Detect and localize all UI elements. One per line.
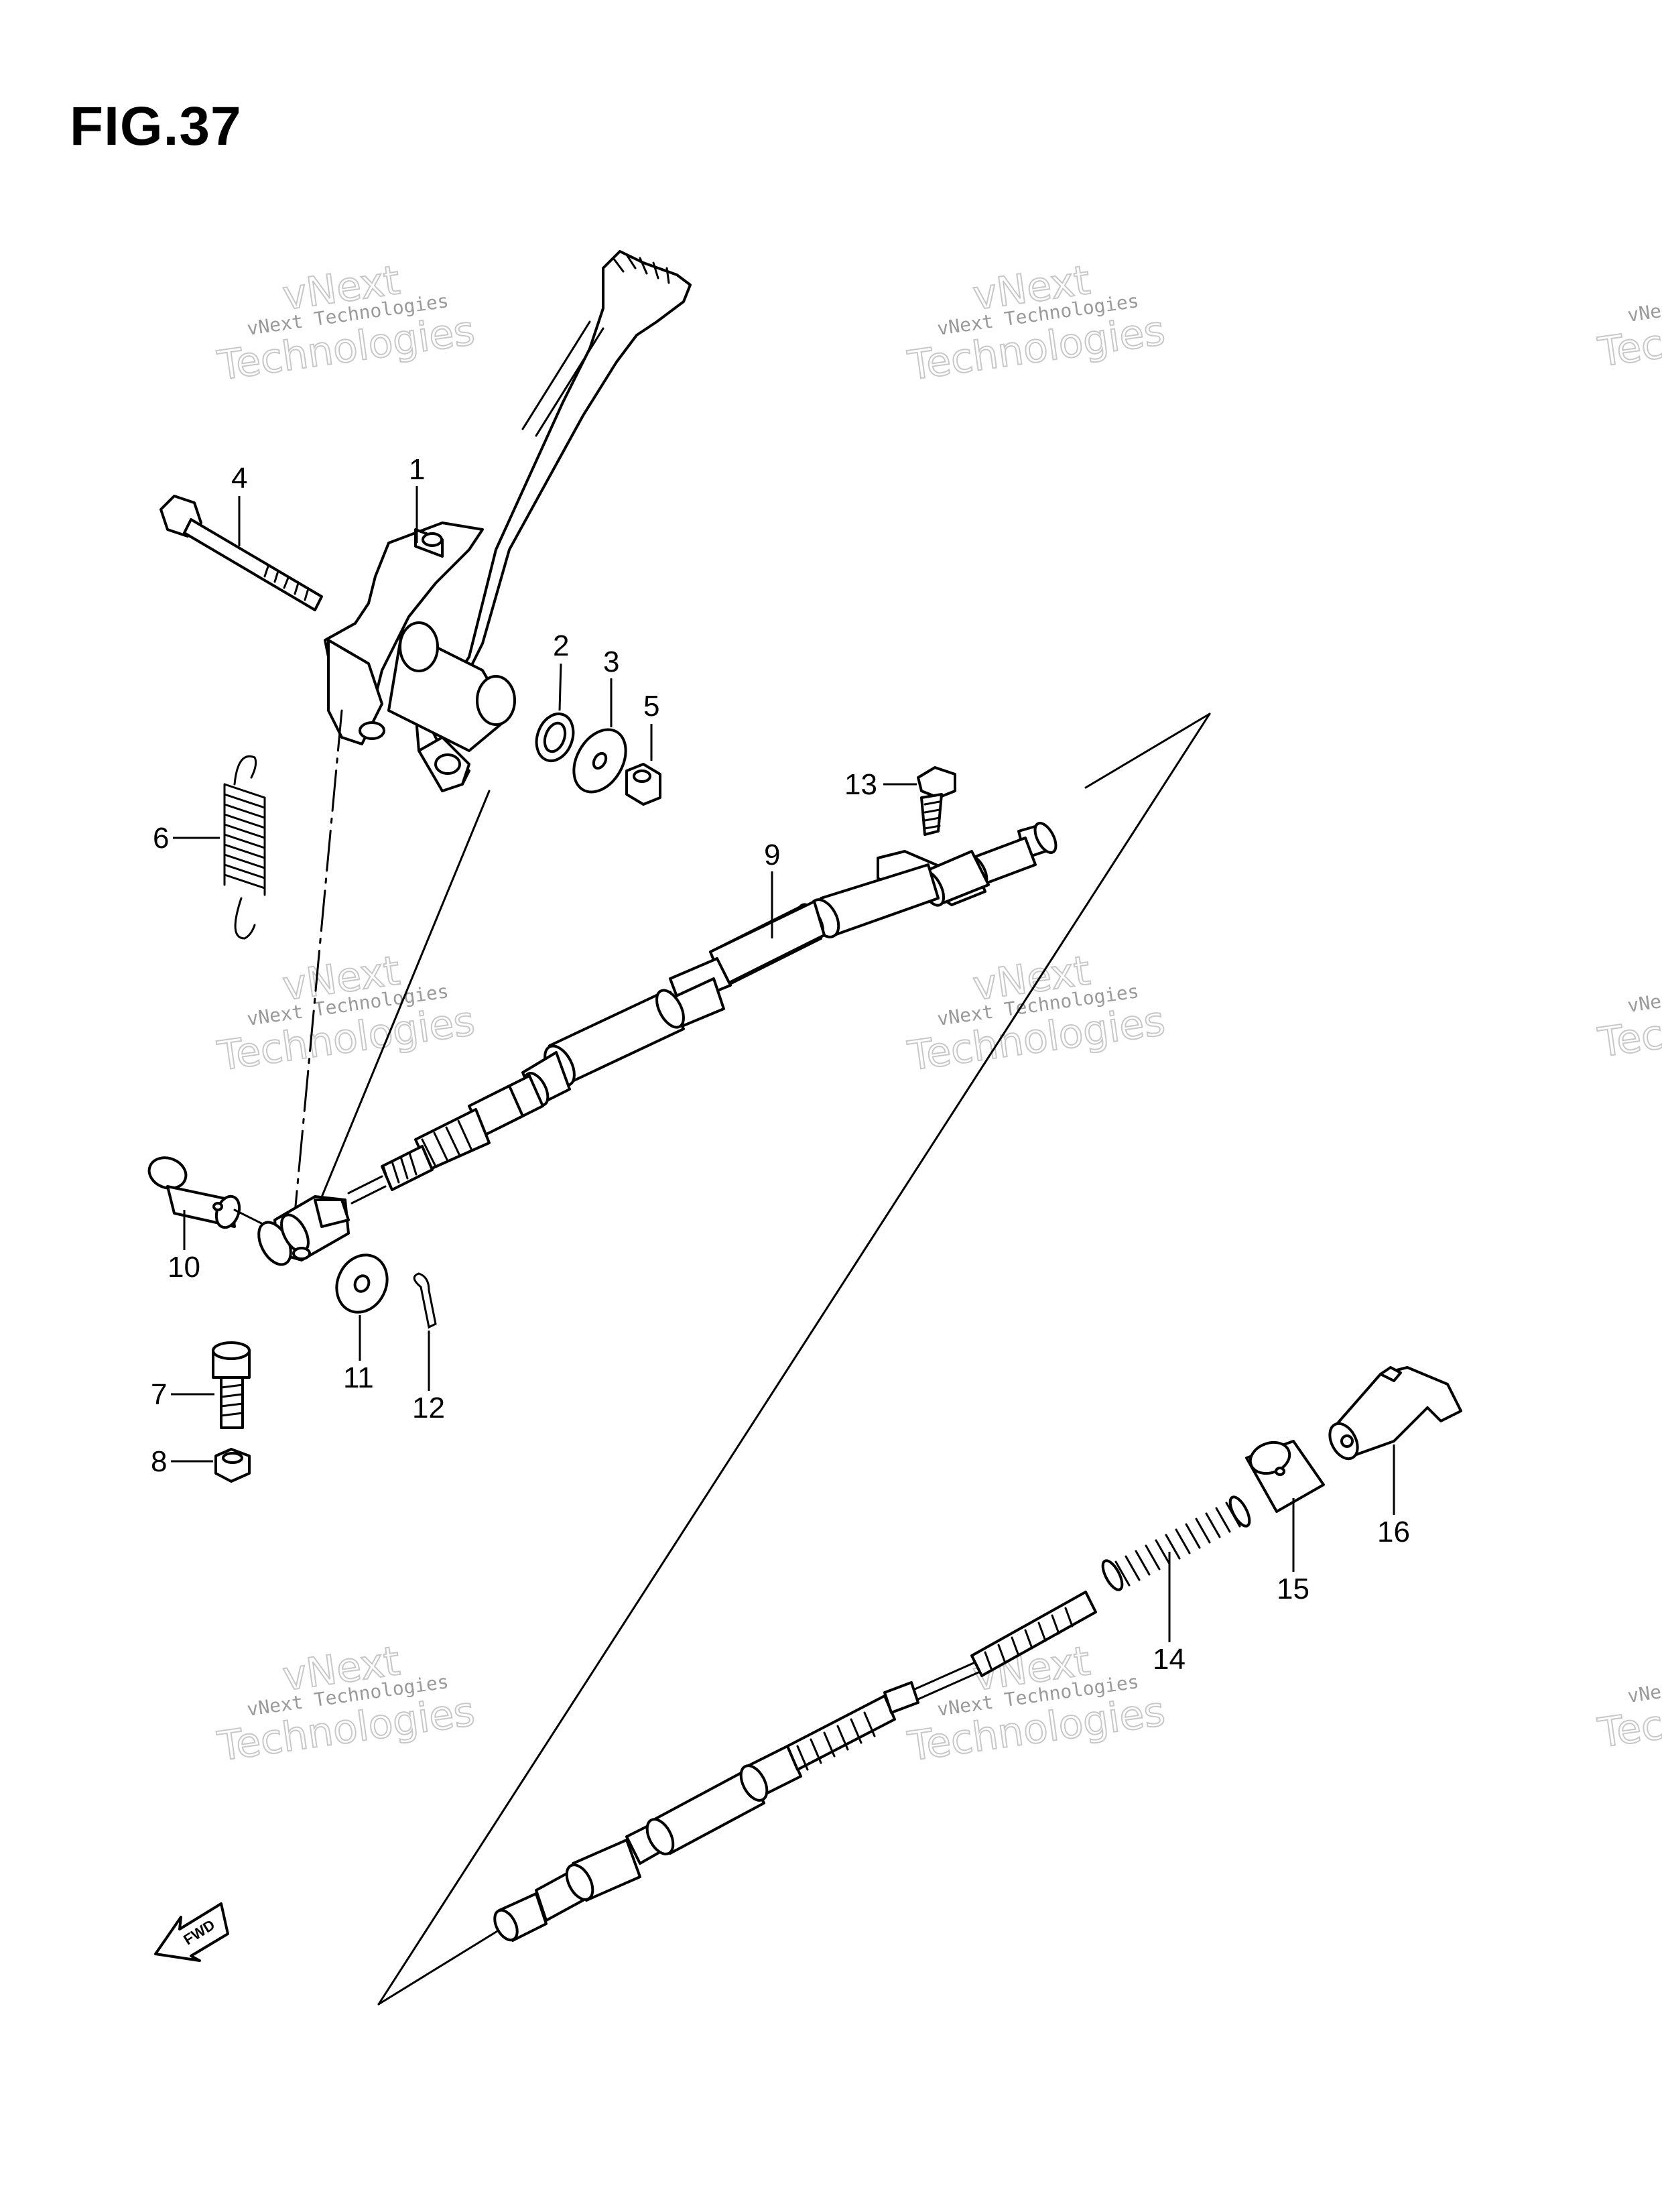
part-16-pivot-joint <box>1328 1366 1462 1461</box>
figure-title: FIG.37 <box>70 96 242 157</box>
callout-1: 1 <box>409 453 425 543</box>
svg-text:14: 14 <box>1153 1643 1186 1676</box>
cable-frame-line-diag <box>377 713 1211 2006</box>
svg-text:10: 10 <box>168 1251 200 1284</box>
part-5-nut <box>625 763 661 806</box>
svg-text:4: 4 <box>231 462 247 495</box>
svg-text:8: 8 <box>151 1445 167 1478</box>
svg-text:9: 9 <box>764 839 780 871</box>
svg-text:1: 1 <box>409 453 425 486</box>
part-12-cotter-pin <box>413 1272 437 1329</box>
watermark-low-right: vNext Technologies Technologies <box>1594 1657 1662 1758</box>
callout-13: 13 <box>844 768 917 801</box>
svg-text:5: 5 <box>643 690 659 723</box>
watermark-low-mid: vNext vNext Technologies Technologies <box>904 1637 1168 1771</box>
watermark-top-mid: vNext vNext Technologies Technologies <box>904 256 1168 390</box>
part-14-spring <box>1101 1495 1251 1591</box>
svg-text:vNext Technologies: vNext Technologies <box>1626 967 1662 1017</box>
part-3-washer <box>572 728 627 794</box>
guide-line-b <box>314 790 491 1215</box>
part-2-ring <box>535 713 575 762</box>
callout-8: 8 <box>151 1445 213 1478</box>
cable-frame-line-bottom <box>377 1922 511 2006</box>
watermark-low-left: vNext vNext Technologies Technologies <box>214 1637 478 1771</box>
callout-11: 11 <box>343 1315 374 1394</box>
svg-text:16: 16 <box>1377 1516 1410 1548</box>
callout-12: 12 <box>412 1331 445 1424</box>
svg-text:15: 15 <box>1277 1573 1309 1605</box>
part-11-washer <box>335 1253 389 1314</box>
watermark-top-left: vNext vNext Technologies Technologies <box>214 256 478 390</box>
callout-3: 3 <box>603 646 619 727</box>
svg-text:12: 12 <box>412 1392 445 1424</box>
part-10-clevis-pin <box>147 1156 241 1229</box>
svg-text:2: 2 <box>553 629 569 662</box>
callout-4: 4 <box>231 462 247 546</box>
fwd-direction-marker: FWD <box>154 1902 229 1962</box>
watermark-mid-left: vNext vNext Technologies Technologies <box>214 946 478 1081</box>
callout-6: 6 <box>153 822 220 855</box>
callout-10: 10 <box>168 1210 200 1284</box>
callouts-group: 1 2 3 4 5 6 7 <box>151 453 1410 1676</box>
callout-7: 7 <box>151 1378 214 1411</box>
callout-5: 5 <box>643 690 659 761</box>
svg-text:13: 13 <box>844 768 877 801</box>
part-9-brake-rod <box>257 822 1058 1266</box>
guide-line-a <box>294 709 343 1215</box>
svg-text:vNext Technologies: vNext Technologies <box>1626 1657 1662 1707</box>
callout-16: 16 <box>1377 1445 1410 1548</box>
watermark-mid-right: vNext Technologies Technologies <box>1594 967 1662 1067</box>
callout-9: 9 <box>764 839 780 938</box>
part-7-bolt <box>212 1341 251 1429</box>
watermark-mid-mid: vNext vNext Technologies Technologies <box>904 946 1168 1081</box>
callout-15: 15 <box>1277 1498 1309 1605</box>
guide-pin-to-clevis <box>233 1209 263 1225</box>
cable-frame-line-top <box>1084 713 1211 789</box>
watermark-top-right: vNext Technologies Technologies <box>1594 276 1662 377</box>
part-13-bolt <box>917 766 956 836</box>
lower-cable-assembly <box>493 1591 1097 1942</box>
svg-text:6: 6 <box>153 822 169 855</box>
callout-2: 2 <box>553 629 569 711</box>
part-8-nut <box>214 1448 251 1483</box>
callout-14: 14 <box>1153 1552 1186 1676</box>
svg-text:3: 3 <box>603 646 619 678</box>
svg-text:7: 7 <box>151 1378 167 1411</box>
part-4-bolt <box>159 495 323 611</box>
svg-text:vNext Technologies: vNext Technologies <box>1626 276 1662 326</box>
svg-text:11: 11 <box>343 1361 374 1394</box>
part-15-sleeve <box>1245 1440 1325 1513</box>
part-6-spring <box>223 755 266 940</box>
